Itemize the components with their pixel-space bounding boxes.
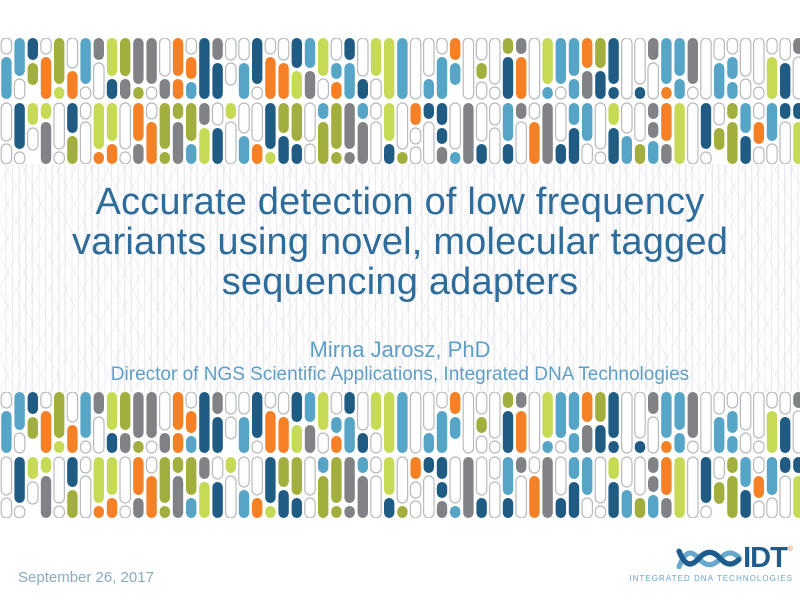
slide-title-line-1: Accurate detection of low frequency <box>95 181 705 223</box>
registered-trademark: ® <box>787 545 793 553</box>
slide-title-line-3: sequencing adapters <box>221 261 579 303</box>
idt-logo: IDT ® INTEGRATED DNA TECHNOLOGIES <box>629 542 793 584</box>
dna-pill-band-bottom <box>0 392 800 518</box>
speaker-role: Director of NGS Scientific Applications,… <box>110 364 690 385</box>
dna-pill-band-top <box>0 38 800 164</box>
idt-logo-row: IDT ® <box>629 542 793 574</box>
slide-title-line-2: variants using novel, molecular tagged <box>71 221 729 263</box>
slide-date: September 26, 2017 <box>18 569 154 586</box>
dna-helix-icon <box>676 548 742 569</box>
idt-logo-tagline: INTEGRATED DNA TECHNOLOGIES <box>629 574 793 583</box>
speaker-name: Mirna Jarosz, PhD <box>309 337 491 362</box>
background-pill-lattice <box>0 164 800 392</box>
idt-logo-acronym: IDT <box>743 542 788 574</box>
slide-title: Accurate detection of low frequency vari… <box>0 182 800 302</box>
